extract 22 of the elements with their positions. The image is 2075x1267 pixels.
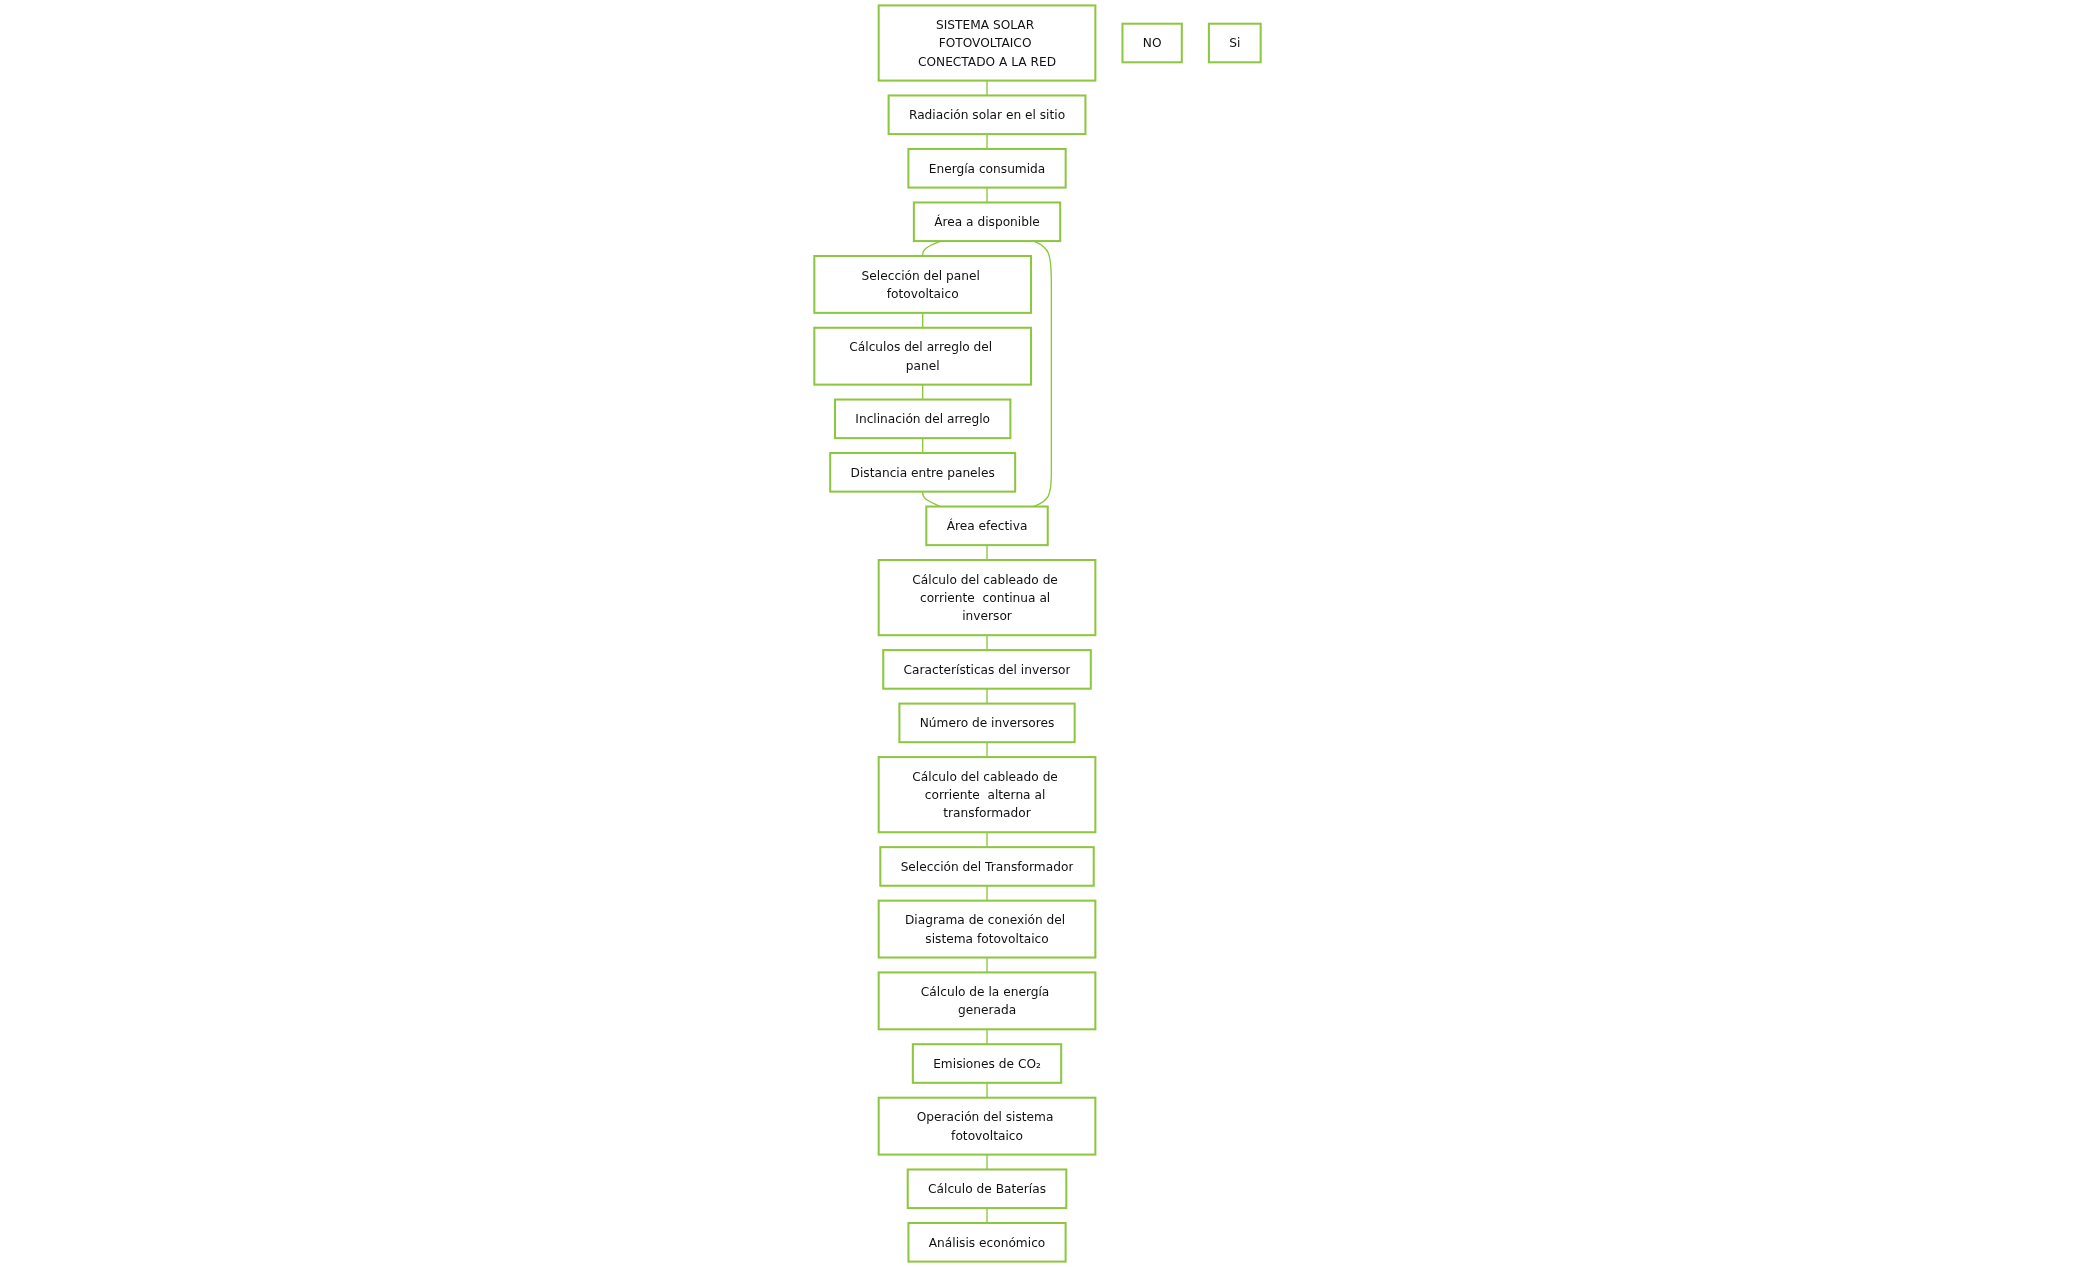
node-box: Si (1207, 22, 1262, 64)
node-box: Emisiones de CO₂ (911, 1043, 1063, 1084)
node-box: Características del inversor (882, 649, 1092, 690)
node-box: Inclinación del arreglo (834, 398, 1012, 440)
node-box: NO (1121, 22, 1183, 64)
node-box: Área a disponible (912, 201, 1062, 243)
node-box: Selección del panel fotovoltaico (813, 254, 1033, 314)
node-box: Cálculo de Baterías (906, 1168, 1068, 1210)
node-box: Cálculo del cableado de corriente continua al inversor (877, 559, 1097, 637)
node-box: Cálculo del cableado de corriente alterna al transformador (877, 756, 1097, 834)
node-box: Diagrama de conexión del sistema fotovoltaico (877, 899, 1097, 959)
node-box: SISTEMA SOLAR FOTOVOLTAICO CONECTADO A LA RED (877, 4, 1097, 82)
node-box: Radiación solar en el sitio (887, 94, 1087, 136)
node-box: Distancia entre paneles (829, 452, 1017, 493)
node-box: Selección del Transformador (879, 846, 1095, 887)
node-box: Análisis económico (907, 1221, 1067, 1263)
node-box: Cálculos del arreglo del panel (813, 326, 1033, 386)
node-box: Área efectiva (925, 505, 1049, 547)
node-box: Número de inversores (898, 702, 1076, 744)
node-box: Operación del sistema fotovoltaico (877, 1096, 1097, 1156)
node-box: Energía consumida (907, 147, 1067, 189)
node-box: Cálculo de la energía generada (877, 971, 1097, 1031)
